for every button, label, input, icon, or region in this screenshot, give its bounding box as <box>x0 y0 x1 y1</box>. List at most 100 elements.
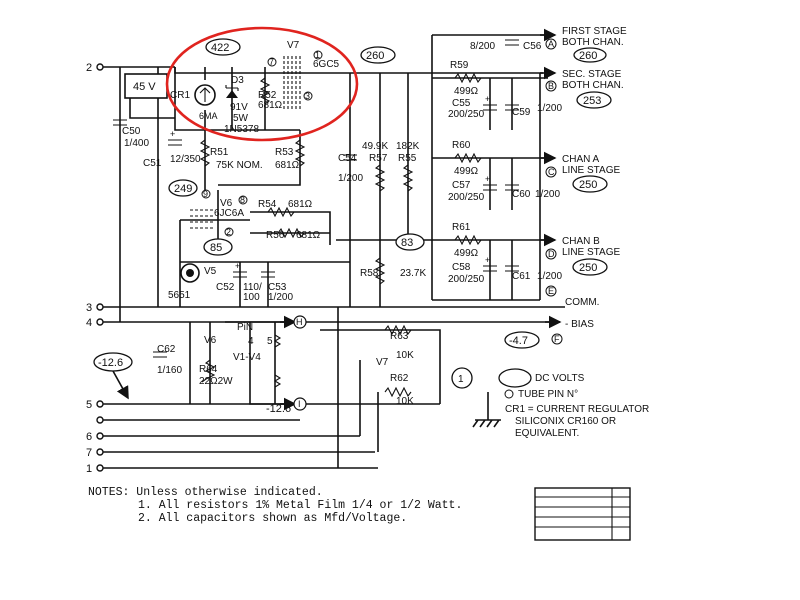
svg-text:4: 4 <box>86 317 92 329</box>
svg-text:BOTH CHAN.: BOTH CHAN. <box>562 37 624 48</box>
svg-text:8: 8 <box>240 195 245 205</box>
v7-type: 6GC5 <box>313 59 340 70</box>
r58-label: R58 <box>360 268 379 279</box>
svg-text:7: 7 <box>269 57 274 67</box>
svg-text:200/250: 200/250 <box>448 274 485 285</box>
svg-text:83: 83 <box>401 237 413 249</box>
terminal-5: 5 <box>86 399 104 411</box>
psu-left: C50 1/400 + C51 12/350 R51 75K NOM. R53 … <box>113 119 321 303</box>
terminal-1: 1 <box>86 463 104 475</box>
output-labels: FIRST STAGE BOTH CHAN. A 260 SEC. STAGE … <box>293 26 627 411</box>
r62-resistor <box>384 386 412 398</box>
svg-text:200/250: 200/250 <box>448 109 485 120</box>
svg-text:250: 250 <box>579 179 597 191</box>
svg-text:1/200: 1/200 <box>268 292 293 303</box>
r53-label: R53 <box>275 147 294 158</box>
r51-resistor <box>199 139 211 167</box>
v7-bias-label: V7 <box>376 357 389 368</box>
svg-text:I: I <box>298 399 301 409</box>
voltage-neg126b: -12.6 <box>266 403 291 415</box>
v7-tube: V7 6GC5 <box>283 40 340 110</box>
v5-type: 5651 <box>168 290 191 301</box>
svg-text:75K NOM.: 75K NOM. <box>216 160 263 171</box>
c55-label: C55 <box>452 98 471 109</box>
title-block <box>534 487 631 541</box>
r55-resistor <box>402 164 414 192</box>
terminal-7: 7 <box>86 447 104 459</box>
terminal-3: 3 <box>86 302 104 314</box>
svg-text:1: 1 <box>315 50 320 60</box>
svg-text:1/160: 1/160 <box>157 365 182 376</box>
svg-text:6: 6 <box>86 431 92 443</box>
svg-text:+: + <box>170 129 175 139</box>
svg-text:91V: 91V <box>230 102 248 113</box>
svg-text:681Ω: 681Ω <box>258 100 283 111</box>
svg-text:250: 250 <box>579 262 597 274</box>
c62-label: C62 <box>157 344 176 355</box>
svg-text:681Ω: 681Ω <box>296 230 321 241</box>
r60-label: R60 <box>452 140 471 151</box>
svg-text:5: 5 <box>267 336 273 347</box>
heater-section: -12.6 C62 1/160 V6 R64 22Ω2W PiN 4 5 V1-… <box>93 322 501 428</box>
r57-resistor <box>374 164 386 192</box>
svg-text:+: + <box>485 174 490 184</box>
r55-label: R55 <box>398 153 417 164</box>
svg-text:PiN: PiN <box>237 322 253 333</box>
svg-text:SILICONIX CR160 OR: SILICONIX CR160 OR <box>515 416 616 427</box>
svg-text:10K: 10K <box>396 350 414 361</box>
svg-text:85: 85 <box>210 242 222 254</box>
svg-text:253: 253 <box>583 95 601 107</box>
svg-text:LINE STAGE: LINE STAGE <box>562 165 620 176</box>
r52-label: R52 <box>258 90 277 101</box>
comm-label: COMM. <box>565 297 599 308</box>
svg-text:200/250: 200/250 <box>448 192 485 203</box>
sec-stage-label: SEC. STAGE <box>562 69 622 80</box>
regulator-section: 45 V CR1 6MA D3 91V 5W 1N5378 R52 681Ω V… <box>124 38 340 135</box>
v6-label: V6 <box>220 198 233 209</box>
svg-text:249: 249 <box>174 183 192 195</box>
voltage-neg126: -12.6 <box>93 352 133 372</box>
c53-label: C53 <box>268 282 287 293</box>
svg-text:1/400: 1/400 <box>124 138 149 149</box>
r61-label: R61 <box>452 222 471 233</box>
dc-volts-icon <box>498 368 532 388</box>
chan-a-label: CHAN A <box>562 154 600 165</box>
svg-text:2: 2 <box>226 227 231 237</box>
svg-text:1/200: 1/200 <box>537 103 562 114</box>
r60-resistor <box>454 152 482 164</box>
ground-icon <box>472 392 501 428</box>
first-stage-label: FIRST STAGE <box>562 26 627 37</box>
pin-example-icon <box>451 367 473 389</box>
note-1: 1. All resistors 1% Metal Film 1/4 or 1/… <box>138 499 463 512</box>
v6-tube: V6 6JC6A <box>190 198 244 229</box>
voltage-83: 83 <box>395 233 425 251</box>
svg-text:5W: 5W <box>233 113 249 124</box>
d3-label: D3 <box>231 75 244 86</box>
terminal-2: 2 <box>86 62 104 74</box>
svg-text:499Ω: 499Ω <box>454 86 479 97</box>
c59-label: C59 <box>512 107 531 118</box>
svg-text:10K: 10K <box>396 396 414 407</box>
v5-tube: V5 5651 <box>168 263 217 301</box>
svg-text:LINE STAGE: LINE STAGE <box>562 247 620 258</box>
v1v4-label: V1-V4 <box>233 352 261 363</box>
svg-text:23.7K: 23.7K <box>400 268 426 279</box>
svg-text:100: 100 <box>243 292 260 303</box>
svg-text:182K: 182K <box>396 141 420 152</box>
bias-label: - BIAS <box>565 319 594 330</box>
r53-resistor <box>294 139 306 167</box>
c58-label: C58 <box>452 262 471 273</box>
svg-text:422: 422 <box>211 42 229 54</box>
r54-label: R54 <box>258 199 277 210</box>
r57-label: R57 <box>369 153 388 164</box>
svg-text:22Ω2W: 22Ω2W <box>199 376 233 387</box>
svg-text:CR1 = CURRENT REGULATOR: CR1 = CURRENT REGULATOR <box>505 404 649 415</box>
svg-text:1N5378: 1N5378 <box>224 124 259 135</box>
svg-text:6MA: 6MA <box>199 111 218 121</box>
svg-text:A: A <box>548 39 554 49</box>
terminal-4: 4 <box>86 317 104 329</box>
svg-text:3: 3 <box>305 91 310 101</box>
notes-block: NOTES: Unless otherwise indicated. 1. Al… <box>88 486 462 525</box>
r51-label: R51 <box>210 147 229 158</box>
svg-text:BOTH CHAN.: BOTH CHAN. <box>562 80 624 91</box>
